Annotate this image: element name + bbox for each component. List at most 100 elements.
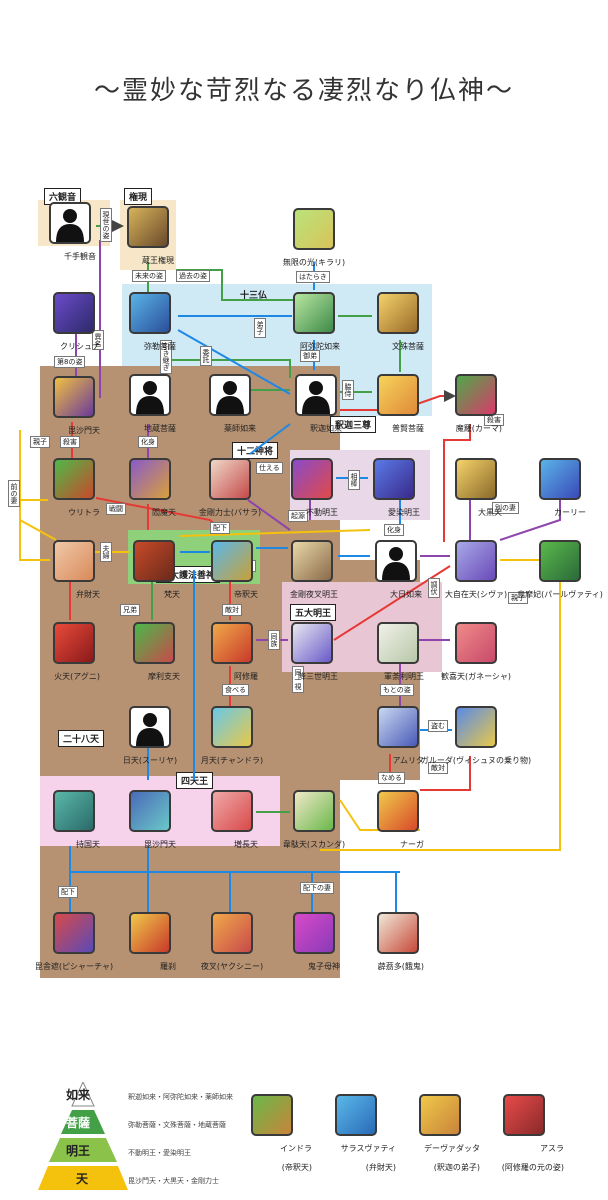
legend-tier-ten: 天	[76, 1172, 89, 1186]
node-idaten[interactable]: 韋駄天(スカンダ)	[283, 790, 345, 851]
portrait-icon	[539, 540, 581, 582]
portrait-icon	[455, 540, 497, 582]
node-yasha[interactable]: 夜叉(ヤクシニー)	[201, 912, 263, 973]
silhouette-icon	[295, 374, 337, 416]
legend-char-devadatta[interactable]: デーヴァダッタ (釈迦の弟子)	[400, 1094, 480, 1174]
node-gundari[interactable]: 軍荼利明王	[372, 622, 424, 683]
node-taishaku[interactable]: 帝釈天	[206, 540, 258, 601]
node-tamon[interactable]: 毘沙門天	[124, 790, 176, 851]
node-marishi[interactable]: 摩利支天	[128, 622, 180, 683]
node-mirok[interactable]: 弥勒菩薩	[124, 292, 176, 353]
legend-tier-nyorai: 如来	[66, 1088, 91, 1102]
portrait-icon	[377, 374, 419, 416]
portrait-icon	[133, 622, 175, 664]
node-katen[interactable]: 火天(アグニ)	[48, 622, 100, 683]
edge-label-maenotsuma: 前の妻	[8, 480, 20, 507]
node-fudou[interactable]: 不動明王	[286, 458, 338, 519]
edge-label-kyouji: 脇侍	[342, 380, 354, 400]
portrait-icon	[53, 912, 95, 954]
node-krishna[interactable]: クリシュナ	[48, 292, 100, 353]
node-jikoku[interactable]: 持国天	[48, 790, 100, 851]
node-zaou[interactable]: 蔵王権現	[122, 206, 174, 267]
node-gatten[interactable]: 月天(チャンドラ)	[201, 706, 263, 767]
edge-label-deshi1: 弟子	[254, 318, 266, 338]
edge-label-choubuku: 調伏	[428, 578, 440, 598]
node-kangi[interactable]: 歓喜天(ガネーシャ)	[441, 622, 511, 683]
portrait-icon	[251, 1094, 293, 1136]
portrait-icon	[211, 706, 253, 748]
portrait-icon	[127, 206, 169, 248]
node-fugen[interactable]: 普賢菩薩	[372, 374, 424, 435]
legend-desc-myouou: 不動明王・愛染明王	[128, 1149, 191, 1157]
region-label-nijuuhachi: 二十八天	[58, 730, 105, 747]
edge-bishamon-benzai	[19, 430, 57, 541]
silhouette-icon	[49, 202, 91, 244]
edge-label-itaku: 委託	[200, 346, 212, 366]
portrait-icon	[53, 376, 95, 418]
portrait-icon	[455, 706, 497, 748]
legend-char-asura[interactable]: アスラ (阿修羅の元の姿)	[484, 1094, 564, 1174]
silhouette-icon	[375, 540, 417, 582]
edge-label-tsukaeru: 仕える	[256, 462, 283, 474]
legend-char-indra[interactable]: インドラ (帝釈天)	[232, 1094, 312, 1174]
portrait-icon	[455, 458, 497, 500]
edge-label-oyako2: 親子	[508, 592, 528, 604]
node-kongoyasha[interactable]: 金剛夜叉明王	[286, 540, 338, 601]
node-yakushi[interactable]: 薬師如来	[204, 374, 256, 435]
node-enma[interactable]: 閻魔天	[124, 458, 176, 519]
node-shaka[interactable]: 釈迦如来	[290, 374, 342, 435]
portrait-icon	[211, 622, 253, 664]
node-senju[interactable]: 千手観音	[44, 202, 96, 263]
legend-char-sarasvati[interactable]: サラスヴァティ (弁財天)	[316, 1094, 396, 1174]
node-heiran[interactable]: 薜茘多(餓鬼)	[372, 912, 424, 973]
portrait-icon	[291, 622, 333, 664]
node-daikoku[interactable]: 大黒天	[450, 458, 502, 519]
node-daijizai[interactable]: 大自在天(シヴァ)	[445, 540, 507, 601]
node-bishaja[interactable]: 毘舎遮(ピシャーチャ)	[35, 912, 113, 973]
legend-tier-bosatsu: 菩薩	[66, 1116, 91, 1130]
edge-label-nusumu: 盗む	[428, 720, 448, 732]
node-benzai[interactable]: 弁財天	[48, 540, 100, 601]
edge-label-satsugai1: 殺害	[60, 436, 80, 448]
node-monju[interactable]: 文殊菩薩	[372, 292, 424, 353]
legend-desc-bosatsu: 弥勒菩薩・文殊菩薩・地蔵菩薩	[128, 1121, 226, 1129]
portrait-icon	[291, 458, 333, 500]
node-ashura[interactable]: 阿修羅	[206, 622, 258, 683]
node-zouchou[interactable]: 増長天	[206, 790, 258, 851]
edge-label-nameru: なめる	[378, 772, 405, 784]
portrait-icon	[291, 540, 333, 582]
region-label-shakasanzon: 釈迦三尊	[330, 416, 377, 433]
node-aizen[interactable]: 愛染明王	[368, 458, 420, 519]
edge-label-fuufu1: 夫婦	[100, 542, 112, 562]
node-amida[interactable]: 阿弥陀如来	[288, 292, 340, 353]
node-uma[interactable]: 烏摩妃(パールヴァティ)	[517, 540, 603, 601]
edge-label-aibou: 相棒	[348, 470, 360, 490]
node-rasetsu[interactable]: 羅刹	[124, 912, 176, 973]
node-dainichi[interactable]: 大日如来	[370, 540, 422, 601]
edge-label-douitsu: 同一視	[292, 666, 304, 693]
node-gouzanze[interactable]: 降三世明王	[286, 622, 338, 683]
edge-shaka-kongo	[249, 423, 291, 455]
edge-label-hataraki: はたらき	[296, 271, 330, 283]
node-garuda[interactable]: ガルーダ(ヴィシュヌの乗り物)	[421, 706, 531, 767]
portrait-icon	[373, 458, 415, 500]
portrait-icon	[53, 458, 95, 500]
node-kongo[interactable]: 金剛力士(バサラ)	[199, 458, 261, 519]
node-kishimo[interactable]: 鬼子母神	[288, 912, 340, 973]
portrait-icon	[293, 790, 335, 832]
node-amrita[interactable]: アムリタ	[372, 706, 424, 767]
node-bishamon-a[interactable]: 毘沙門天	[48, 376, 100, 437]
node-naga[interactable]: ナーガ	[372, 790, 424, 851]
node-jizou[interactable]: 地蔵菩薩	[124, 374, 176, 435]
node-bonten[interactable]: 梵天	[128, 540, 180, 601]
node-urutora[interactable]: ウリトラ	[48, 458, 100, 519]
edge-kongo-kongoyasha	[247, 499, 291, 531]
portrait-icon	[455, 374, 497, 416]
edge-label-kako: 過去の姿	[176, 270, 210, 282]
node-kali[interactable]: カーリー	[534, 458, 586, 519]
node-kirari[interactable]: 無限の光(キラリ)	[283, 208, 345, 269]
node-nitten[interactable]: 日天(スーリヤ)	[123, 706, 177, 767]
node-mara[interactable]: 魔羅(カーマ)	[450, 374, 502, 435]
portrait-icon	[53, 292, 95, 334]
edge-label-deshi2: 御弟	[300, 350, 320, 362]
